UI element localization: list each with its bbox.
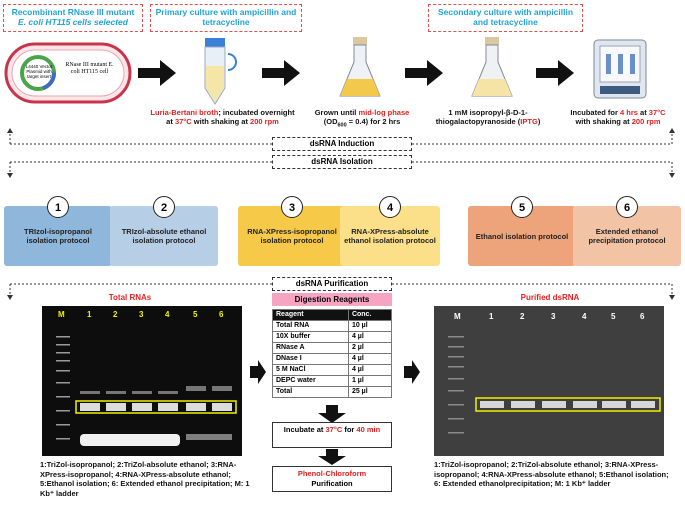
- gel-image-purified-dsrna: M 1 2 3 4 5 6: [434, 306, 664, 456]
- lane-label-left-4: 4: [165, 310, 170, 319]
- incubator-shaker-icon: [593, 39, 647, 99]
- header-box-selection: Recombinant RNase III mutant E. coli HT1…: [3, 4, 143, 32]
- caption-mid-log: Grown until mid-log phase (OD600 = 0.4) …: [314, 108, 410, 129]
- culture-tube-icon: [204, 38, 237, 105]
- dsrna-isolation-label: dsRNA Isolation: [272, 155, 412, 169]
- lane-label-right-m: M: [454, 312, 461, 321]
- lane-label-left-m: M: [58, 310, 65, 319]
- protocol-number-3: 3: [281, 196, 303, 218]
- purified-dsrna-title: Purified dsRNA: [520, 293, 580, 302]
- cell-icon: [4, 42, 132, 104]
- plasmid-label: L4440 Vector Plasmid with target insert: [25, 64, 53, 79]
- cell-label: RNase III mutant E. coli HT115 cell: [65, 62, 114, 75]
- lane-label-right-2: 2: [520, 312, 525, 321]
- protocol-number-4: 4: [379, 196, 401, 218]
- arrow-down-icon: [318, 449, 346, 465]
- dsrna-purification-label: dsRNA Purification: [272, 277, 392, 291]
- protocol-number-2: 2: [153, 196, 175, 218]
- lane-label-left-6: 6: [219, 310, 224, 319]
- purification-connector: [7, 283, 675, 300]
- arrow-down-icon: [318, 405, 346, 423]
- protocol-number-6: 6: [616, 196, 638, 218]
- lane-label-right-4: 4: [582, 312, 587, 321]
- arrow-icon: [262, 60, 300, 86]
- header-box-primary-culture: Primary culture with ampicillin and tetr…: [150, 4, 302, 32]
- lane-label-right-6: 6: [640, 312, 645, 321]
- lane-label-left-1: 1: [87, 310, 92, 319]
- arrow-icon: [536, 60, 574, 86]
- protocol-number-1: 1: [47, 196, 69, 218]
- gel-bands-left: [56, 336, 237, 446]
- protocol-number-5: 5: [511, 196, 533, 218]
- gel-image-total-rna: M 1 2 3 4 5 6: [42, 306, 242, 456]
- header-box-secondary-culture: Secondary culture with ampicillin and te…: [428, 4, 583, 32]
- lane-label-right-5: 5: [611, 312, 616, 321]
- bacterial-cell-illustration: L4440 Vector Plasmid with target insert …: [4, 40, 132, 106]
- lane-label-left-5: 5: [193, 310, 198, 319]
- gel-bands-right: [448, 336, 661, 434]
- table-header: Reagent Conc.: [272, 309, 393, 321]
- flask-icon: [339, 37, 381, 97]
- arrow-icon: [138, 60, 176, 86]
- caption-incubation: Incubated for 4 hrs at 37°C with shaking…: [570, 108, 666, 126]
- total-rnas-title: Total RNAs: [108, 293, 152, 302]
- induction-connector: [7, 128, 675, 178]
- arrow-icon: [405, 60, 443, 86]
- legend-right: 1:TriZol-isopropanol; 2:TriZol-absolute …: [434, 460, 669, 488]
- caption-lb-broth: Luria-Bertani broth; incubated overnight…: [150, 108, 295, 126]
- lane-label-left-3: 3: [139, 310, 144, 319]
- legend-left: 1:TriZol-isopropanol; 2:TriZol-absolute …: [40, 460, 250, 498]
- arrow-right-icon: [404, 360, 420, 384]
- lane-label-right-1: 1: [489, 312, 494, 321]
- incubation-step-box: Incubate at 37°C for 40 min: [272, 422, 392, 448]
- dsrna-induction-label: dsRNA Induction: [272, 137, 412, 151]
- arrow-right-icon: [250, 360, 266, 384]
- digestion-reagents-title: Digestion Reagents: [272, 293, 392, 306]
- lane-label-right-3: 3: [551, 312, 556, 321]
- caption-iptg: 1 mM isopropyl-β-D-1- thiogalactopyranos…: [435, 108, 541, 126]
- flask-icon: [471, 37, 513, 97]
- phenol-chloroform-box: Phenol-Chloroform Purification: [272, 466, 392, 492]
- lane-label-left-2: 2: [113, 310, 118, 319]
